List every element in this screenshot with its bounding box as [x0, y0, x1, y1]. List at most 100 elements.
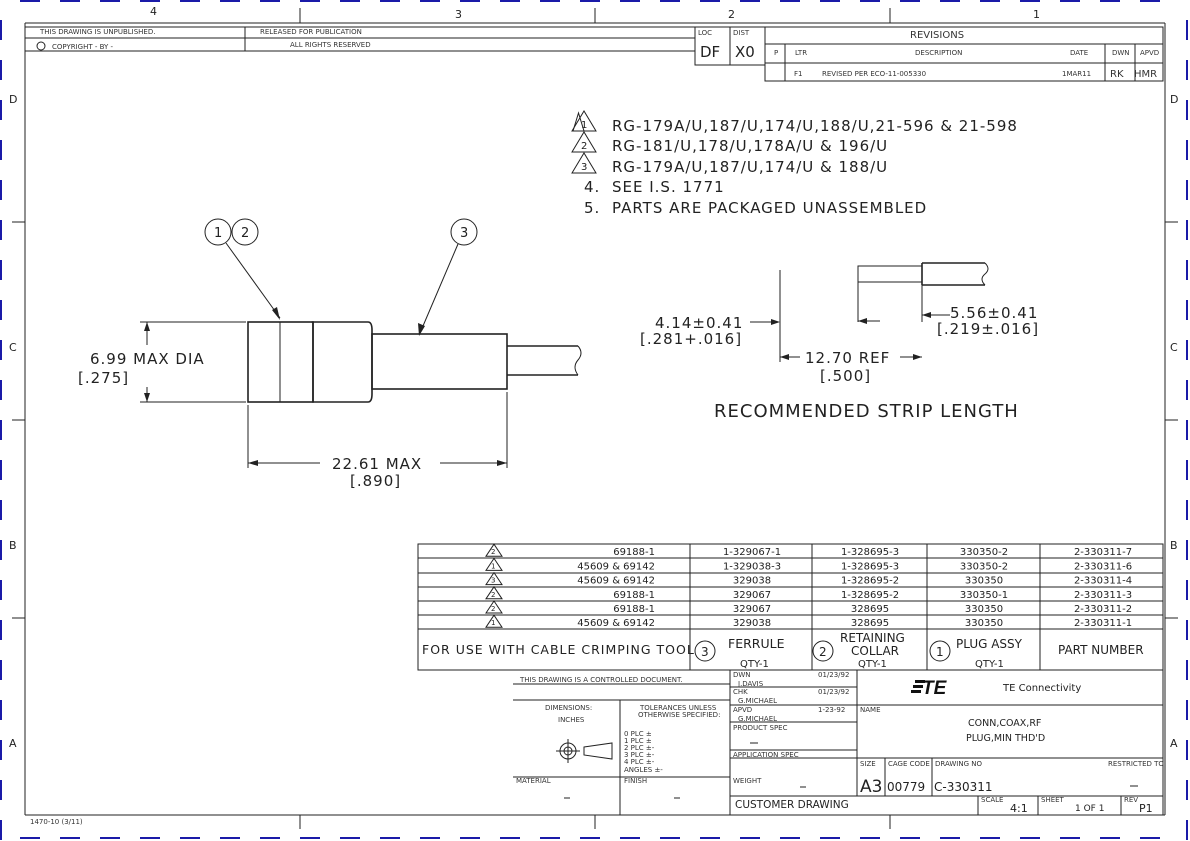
notes-list: 1 RG-179A/U,187/U,174/U,188/U,21-596 & 2… — [571, 110, 1018, 217]
table-cell-tool: 45609 & 69142 — [577, 561, 655, 572]
rev-header-ltr: LTR — [795, 49, 807, 57]
note-3-text: RG-179A/U,187/U,174/U & 188/U — [612, 158, 888, 176]
zone-right-d: D — [1170, 93, 1178, 106]
restricted-label: RESTRICTED TO — [1108, 760, 1164, 768]
loc-label: LOC — [698, 29, 712, 37]
rev-value: P1 — [1139, 802, 1153, 815]
table-cell-ferrule: 329067 — [733, 604, 771, 615]
apvd-date: 1-23-92 — [818, 706, 845, 714]
rev-date: 1MAR11 — [1062, 70, 1091, 78]
table-cell-collar: 1-328695-2 — [841, 576, 899, 587]
note-1: 1 RG-179A/U,187/U,174/U,188/U,21-596 & 2… — [571, 110, 1018, 135]
scale-value: 4:1 — [1010, 802, 1028, 815]
form-number: 1470-10 (3/11) — [30, 818, 83, 826]
te-logo-text: TE — [922, 678, 948, 699]
tolerance-row-2: 2 PLC ±- — [624, 744, 655, 752]
company-name: TE Connectivity — [1002, 683, 1081, 694]
table-cell-part: 2-330311-3 — [1074, 590, 1132, 601]
table-cell-plug: 330350-2 — [960, 547, 1008, 558]
chk-date: 01/23/92 — [818, 688, 849, 696]
zone-right-b: B — [1170, 539, 1178, 552]
note-flag-icon — [485, 571, 503, 586]
size-value: A3 — [860, 777, 882, 797]
note-flag-icon — [485, 585, 503, 600]
table-cell-tool: 69188-1 — [613, 547, 655, 558]
zone-top-4: 4 — [150, 5, 157, 18]
application-spec-label: APPLICATION SPEC — [733, 751, 799, 759]
strip-dim-2-mm: 5.56±0.41 — [950, 304, 1038, 322]
controlled-doc-note: THIS DRAWING IS A CONTROLLED DOCUMENT. — [519, 676, 683, 684]
balloon-2-label: 2 — [241, 226, 249, 241]
strip-dim-2-in: [.219±.016] — [937, 320, 1039, 338]
note-flag-icon — [485, 614, 503, 628]
dwn-label: DWN — [733, 671, 751, 679]
table-cell-tool: 45609 & 69142 — [577, 576, 655, 587]
table-cell-plug: 330350-1 — [960, 590, 1008, 601]
rev-apvd: HMR — [1134, 69, 1157, 80]
tolerance-row-0: 0 PLC ± — [624, 730, 652, 738]
part-name-line-2: PLUG,MIN THD'D — [966, 733, 1045, 744]
table-cell-ferrule: 1-329067-1 — [723, 547, 781, 558]
note-flag-number: 3 — [491, 577, 495, 585]
table-footer-plug-qty: QTY-1 — [975, 659, 1004, 670]
apvd-value: G.MICHAEL — [738, 715, 777, 723]
third-angle-projection-symbol — [556, 739, 613, 763]
table-footer-ferrule: FERRULE — [728, 636, 785, 651]
balloon-plug-assy — [204, 218, 232, 246]
balloon-3-label: 3 — [460, 226, 468, 241]
rev-description: REVISED PER ECO-11-005330 — [822, 70, 926, 78]
te-logo: TE — [911, 678, 948, 699]
note-5-text: PARTS ARE PACKAGED UNASSEMBLED — [612, 199, 927, 217]
publication-strip: THIS DRAWING IS UNPUBLISHED. COPYRIGHT -… — [24, 26, 696, 52]
title-block: THIS DRAWING IS A CONTROLLED DOCUMENT. D… — [513, 669, 1164, 816]
tolerance-row-1: 1 PLC ± — [624, 737, 652, 745]
rights-note: ALL RIGHTS RESERVED — [290, 41, 371, 49]
tolerance-label-2: OTHERWISE SPECIFIED: — [638, 711, 720, 719]
chk-label: CHK — [733, 688, 748, 696]
balloon-1-label: 1 — [214, 226, 222, 241]
strip-dim-1-in: [.281+.016] — [640, 330, 742, 348]
ferrule-balloon-label: 3 — [701, 645, 709, 659]
rev-label: REV — [1124, 796, 1138, 804]
zone-right-a: A — [1170, 737, 1178, 750]
zone-left-d: D — [9, 93, 17, 106]
note-2-flag: 2 — [581, 141, 587, 152]
note-4-text: SEE I.S. 1771 — [612, 178, 725, 196]
note-1-text: RG-179A/U,187/U,174/U,188/U,21-596 & 21-… — [612, 117, 1018, 135]
table-footer-collar-2: COLLAR — [851, 644, 899, 658]
name-label: NAME — [860, 706, 881, 714]
revisions-title: REVISIONS — [910, 30, 964, 41]
table-cell-collar: 1-328695-2 — [841, 590, 899, 601]
size-label: SIZE — [860, 760, 876, 768]
tolerance-row-4: 4 PLC ±- — [624, 758, 655, 766]
note-flag-number: 2 — [491, 591, 495, 599]
cage-code-label: CAGE CODE — [888, 760, 930, 768]
dimensions-label: DIMENSIONS: — [545, 704, 592, 712]
loc-dist-box: LOC DF DIST X0 — [694, 26, 766, 66]
rev-header-description: DESCRIPTION — [915, 49, 962, 57]
sheet-label: SHEET — [1041, 796, 1065, 804]
scale-label: SCALE — [981, 796, 1003, 804]
apvd-label: APVD — [733, 706, 752, 714]
chk-value: G.MICHAEL — [738, 697, 777, 705]
knurled-collar — [311, 321, 373, 403]
dist-value: X0 — [735, 43, 755, 61]
note-2: 2 RG-181/U,178/U,178A/U & 196/U — [571, 131, 888, 155]
ferrule-sleeve — [371, 333, 508, 390]
dimensions-unit: INCHES — [558, 716, 585, 724]
dist-label: DIST — [733, 29, 750, 37]
note-3: 3 RG-179A/U,187/U,174/U & 188/U — [571, 152, 888, 176]
table-cell-tool: 69188-1 — [613, 590, 655, 601]
rev-header-p: P — [774, 49, 778, 57]
rev-header-date: DATE — [1070, 49, 1088, 57]
note-5-num: 5. — [584, 199, 600, 217]
tolerance-row-3: 3 PLC ±- — [624, 751, 655, 759]
length-dim-mm: 22.61 MAX — [332, 455, 422, 473]
note-2-text: RG-181/U,178/U,178A/U & 196/U — [612, 137, 888, 155]
length-dim-in: [.890] — [350, 472, 401, 490]
strip-length-view: 4.14±0.41 [.281+.016] 5.56±0.41 [.219±.0… — [640, 262, 1039, 422]
